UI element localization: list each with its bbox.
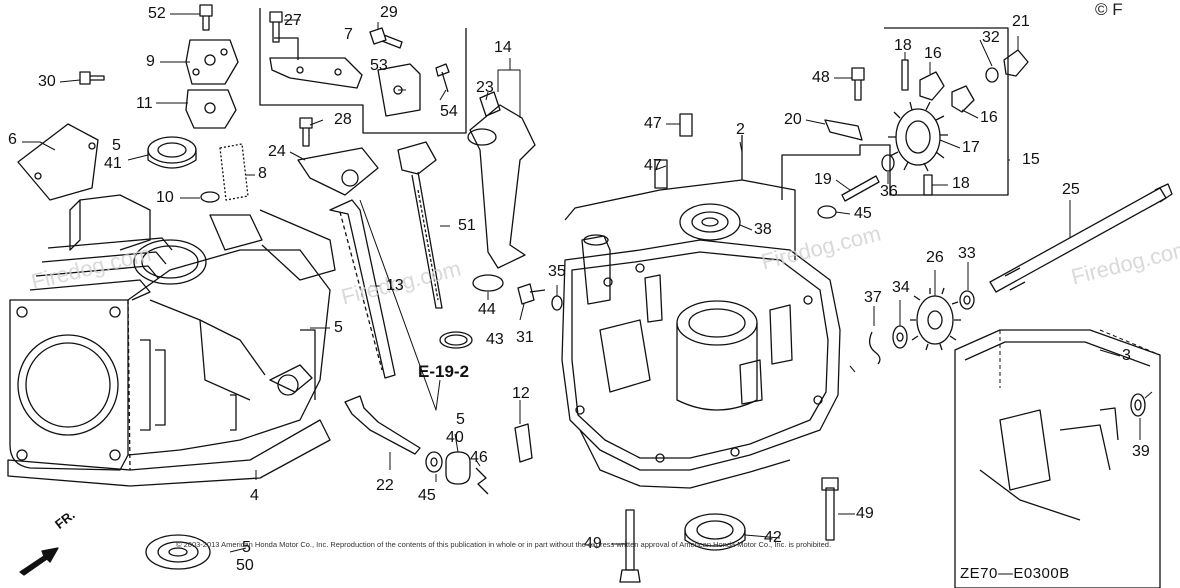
callout-25: 25	[1062, 181, 1080, 198]
callout-40: 40	[446, 429, 464, 446]
callout-5-low: 5	[456, 411, 465, 428]
oil-dipstick	[397, 141, 437, 175]
callout-5-mid: 5	[334, 319, 343, 336]
callout-22: 22	[376, 477, 394, 494]
callout-16-right: 16	[980, 109, 998, 126]
callout-21: 21	[1012, 13, 1030, 30]
callout-11: 11	[136, 95, 153, 112]
drawing-code: ZE70—E0300B	[960, 565, 1070, 582]
callout-5-top: 5	[112, 137, 121, 154]
callout-45-low: 45	[418, 487, 436, 504]
callout-2: 2	[736, 121, 745, 138]
callout-48: 48	[812, 69, 830, 86]
callout-5-bottom: 5	[242, 539, 251, 556]
cylinder-block	[9, 194, 336, 471]
oil-filler-tube	[469, 104, 536, 269]
callout-51: 51	[458, 217, 476, 234]
callout-43: 43	[486, 331, 504, 348]
callout-54: 54	[440, 103, 458, 120]
callout-47-top: 47	[644, 115, 662, 132]
callout-23: 23	[476, 79, 494, 96]
crankcase	[954, 329, 1161, 588]
cover-plate	[185, 39, 239, 85]
callout-27: 27	[284, 12, 302, 29]
callout-50: 50	[236, 557, 254, 574]
callout-16-top: 16	[924, 45, 942, 62]
callout-18-bot: 18	[952, 175, 970, 192]
callout-44: 44	[478, 301, 496, 318]
crankcase-cover	[561, 234, 841, 489]
callout-42: 42	[764, 529, 782, 546]
callout-49-left: 49	[584, 535, 602, 552]
section-reference[interactable]: E-19-2	[418, 362, 470, 381]
callout-9: 9	[146, 53, 155, 70]
callout-41: 41	[104, 155, 122, 172]
callout-3: 3	[1122, 347, 1131, 364]
callout-49-right: 49	[856, 505, 874, 522]
callout-35: 35	[548, 263, 566, 280]
cylinder-gasket	[7, 419, 331, 487]
callout-32: 32	[982, 29, 1000, 46]
callout-37: 37	[864, 289, 882, 306]
callout-33: 33	[958, 245, 976, 262]
callout-52: 52	[148, 5, 166, 22]
callout-17: 17	[962, 139, 980, 156]
copyright-notice: © 2003-2013 American Honda Motor Co., In…	[176, 540, 832, 549]
callout-24: 24	[268, 143, 286, 160]
governor-gear	[888, 101, 948, 172]
callout-28: 28	[334, 111, 352, 128]
callout-15: 15	[1022, 151, 1040, 168]
callout-20: 20	[784, 111, 802, 128]
corner-watermark: © F	[1095, 0, 1123, 19]
callout-36: 36	[880, 183, 898, 200]
front-arrow	[19, 547, 59, 576]
callout-12: 12	[512, 385, 530, 402]
callout-26: 26	[926, 249, 944, 266]
callout-31: 31	[516, 329, 534, 346]
callout-13: 13	[386, 277, 404, 294]
callout-45-mid: 45	[854, 205, 872, 222]
callout-47-bot: 47	[644, 157, 662, 174]
governor-arm	[344, 395, 421, 455]
callout-38: 38	[754, 221, 772, 238]
callout-18-top: 18	[894, 37, 912, 54]
callout-53: 53	[370, 57, 388, 74]
callout-10: 10	[156, 189, 174, 206]
callout-4: 4	[250, 487, 259, 504]
callout-8: 8	[258, 165, 267, 182]
guard-plate	[17, 123, 99, 201]
callout-7: 7	[344, 26, 353, 43]
callout-14: 14	[494, 39, 512, 56]
callout-19: 19	[814, 171, 832, 188]
callout-34: 34	[892, 279, 910, 296]
callout-6: 6	[8, 131, 17, 148]
callout-39: 39	[1132, 443, 1150, 460]
cam-gear	[910, 287, 961, 351]
callout-46: 46	[470, 449, 488, 466]
callout-29: 29	[380, 4, 398, 21]
callout-30: 30	[38, 73, 56, 90]
